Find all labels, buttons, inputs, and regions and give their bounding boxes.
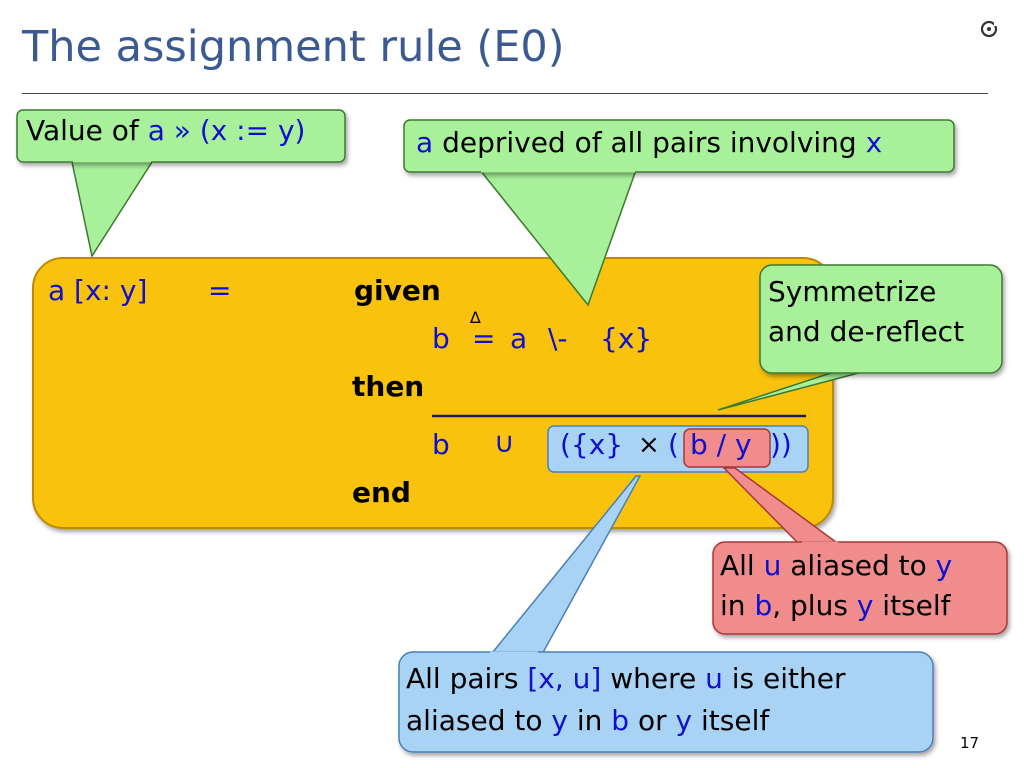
deprived-a: a [416,126,434,159]
aliased-to: aliased to [781,549,936,582]
value-of-prefix: Value of [26,114,148,147]
delta-symbol: ∆ [470,308,481,327]
formula-defeq: = [472,322,496,355]
aliased-line-1: All u aliased to y [720,546,952,586]
symmetrize-text: Symmetrize and de-reflect [768,272,964,352]
formula-close: )) [770,428,792,461]
keyword-then: then [352,370,425,403]
value-of-text: Value of a » (x := y) [26,114,305,147]
aliased-text: All u aliased to y in b, plus y itself [720,546,952,626]
times-symbol: × [638,430,660,460]
symmetrize-callout [759,264,1003,374]
formula-lhs: a [x: y] [48,274,148,307]
all-pairs-line-1: All pairs [x, u] where u is either [406,658,845,700]
deprived-x: x [865,126,883,159]
all-pairs-where: where [601,662,706,695]
aliased-b: b [754,589,773,622]
all-pairs-or: or [629,704,676,737]
union-symbol: ∪ [494,426,515,459]
value-of-callout-pointer [71,161,154,258]
all-pairs-in: in [567,704,612,737]
aliased-y2: y [856,589,874,622]
aliased-in: in [720,589,755,622]
value-of-callout [16,109,346,163]
aliased-plus: , plus [772,589,857,622]
symmetrize-line-2: and de-reflect [768,315,965,348]
aliased-callout [712,541,1008,635]
all-pairs-text: All pairs [x, u] where u is either alias… [406,658,845,742]
value-of-expression: a » (x := y) [147,114,306,147]
all-pairs-y: y [551,704,568,737]
formula-b2: b [432,428,450,461]
symmetrize-line-1: Symmetrize [768,275,937,308]
all-pairs-y2: y [675,704,693,737]
title-divider [22,93,988,94]
formula-domain-subtract: \- [548,322,568,355]
formula-set-x: {x} [600,322,653,355]
all-pairs-xu: [x, u] [527,662,602,695]
deprived-middle: deprived of all pairs involving [433,126,866,159]
formula-paren: ( [668,428,679,461]
all-pairs-u: u [705,662,723,695]
aliased-all: All [720,549,764,582]
b-div-y-highlight [683,428,771,468]
formula-a: a [510,322,528,355]
all-pairs-either: is either [722,662,846,695]
keyword-given: given [354,274,441,307]
logo-icon [980,20,998,38]
deprived-callout [403,119,955,173]
all-pairs-aliased: aliased to [406,704,552,737]
all-pairs-prefix: All pairs [406,662,528,695]
aliased-line-2: in b, plus y itself [720,586,952,626]
all-pairs-callout [398,651,934,753]
keyword-end: end [352,476,411,509]
formula-b1: b [432,322,450,355]
all-pairs-itself: itself [692,704,770,737]
all-pairs-line-2: aliased to y in b or y itself [406,700,845,742]
page-number: 17 [960,734,980,752]
formula-equals: = [208,274,232,307]
aliased-y: y [935,549,953,582]
deprived-text: a deprived of all pairs involving x [416,126,882,159]
all-pairs-b: b [611,704,630,737]
formula-b-div-y: b / y [690,428,752,461]
aliased-itself: itself [873,589,951,622]
formula-open-set: ({x} [560,428,624,461]
aliased-u: u [763,549,782,582]
slide-title: The assignment rule (E0) [22,22,565,72]
